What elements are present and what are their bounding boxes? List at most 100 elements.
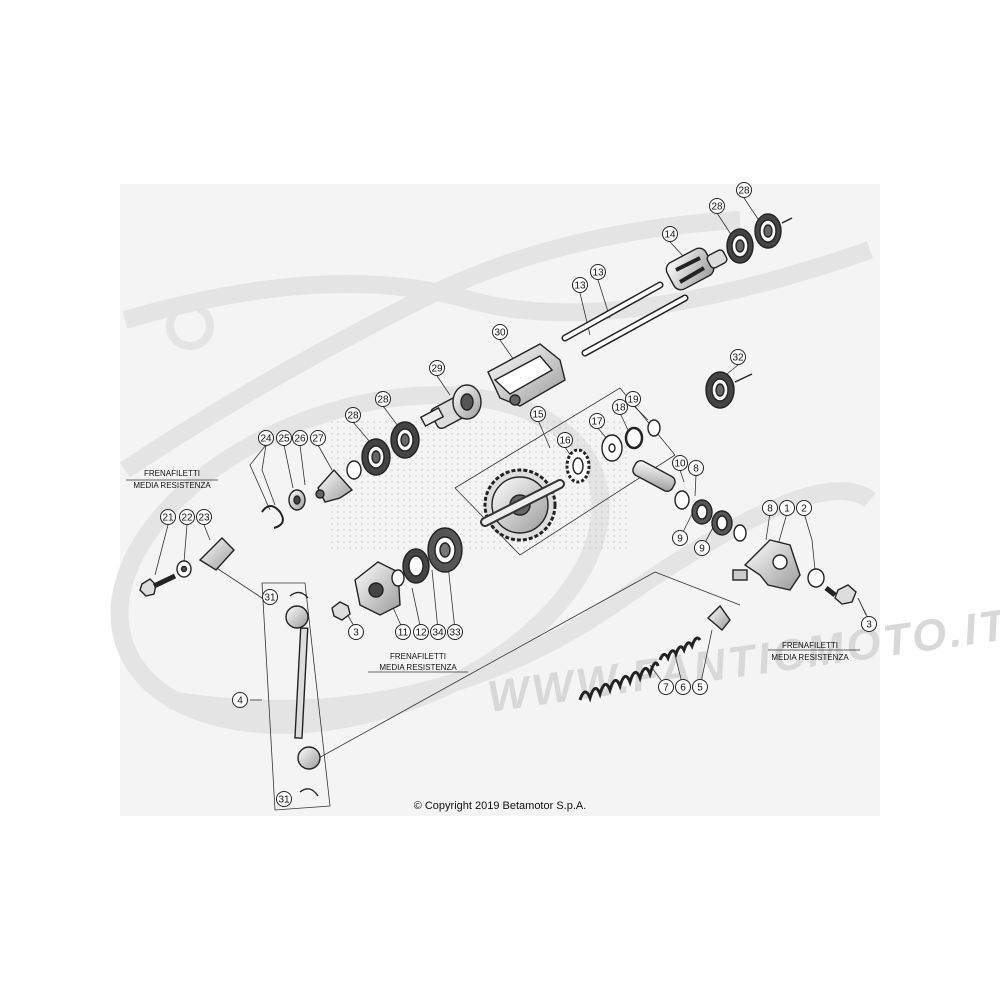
callout-27: 27 (310, 430, 326, 446)
callout-label: 28 (738, 186, 750, 197)
callout-circle (262, 589, 278, 605)
callout-circle (672, 530, 688, 546)
callout-11: 11 (395, 624, 411, 640)
callout-circle (694, 540, 710, 556)
callout-34: 34 (430, 624, 446, 640)
rod-4 (285, 605, 321, 770)
callout-32: 32 (730, 349, 746, 365)
callout-31: 31 (276, 791, 292, 807)
callout-28: 28 (709, 198, 725, 214)
callout-28: 28 (375, 391, 391, 407)
callout-label: 8 (767, 504, 773, 515)
note-center-line1: FRENAFILETTI (390, 652, 446, 661)
callout-label: 25 (278, 434, 290, 445)
callout-label: 28 (377, 395, 389, 406)
spring-24 (261, 505, 284, 529)
callout-circle (310, 430, 326, 446)
callout-label: 10 (674, 459, 686, 470)
lever-1 (732, 539, 801, 591)
ring-18 (624, 426, 644, 450)
callout-label: 31 (264, 593, 276, 604)
callout-label: 24 (260, 434, 272, 445)
callout-circle (375, 391, 391, 407)
callout-circle (662, 226, 678, 242)
pawl-5 (706, 604, 731, 632)
callout-17: 17 (589, 413, 605, 429)
callout-2: 2 (796, 500, 812, 516)
washer-ring (346, 460, 362, 480)
washer-2 (807, 568, 825, 588)
spring-7 (578, 661, 660, 703)
callout-30: 30 (492, 324, 508, 340)
gear-15 (480, 468, 565, 542)
callout-circle (276, 430, 292, 446)
link-23 (198, 537, 235, 571)
callout-circle (179, 509, 195, 525)
callout-circle (276, 791, 292, 807)
callout-circle (196, 509, 212, 525)
ratchet-16 (565, 448, 591, 484)
callout-8: 8 (688, 460, 704, 476)
callout-6: 6 (675, 679, 691, 695)
callout-circle (762, 500, 778, 516)
callout-label: 3 (353, 628, 359, 639)
watermark-text: WWW.FANTICMOTO.IT (485, 600, 1000, 722)
callout-label: 28 (347, 411, 359, 422)
spring-6 (658, 636, 702, 662)
callout-18: 18 (612, 399, 628, 415)
note-right-line1: FRENAFILETTI (782, 641, 838, 650)
callout-circle (430, 624, 446, 640)
note-center-line2: MEDIA RESISTENZA (379, 663, 457, 672)
shift-drum-14 (665, 247, 728, 291)
callout-21: 21 (160, 509, 176, 525)
callout-circle (395, 624, 411, 640)
callout-circle (413, 624, 429, 640)
callout-circle (589, 413, 605, 429)
nut-3-left (331, 601, 351, 621)
callout-label: 16 (559, 436, 571, 447)
callout-23: 23 (196, 509, 212, 525)
callout-circle (348, 624, 364, 640)
clip-31-top (289, 591, 309, 599)
callout-3: 3 (348, 624, 364, 640)
parts (139, 213, 857, 797)
callout-circle (612, 399, 628, 415)
callout-label: 28 (711, 202, 723, 213)
callout-26: 26 (292, 430, 308, 446)
bolt-3-right (824, 584, 857, 605)
callout-circle (736, 182, 752, 198)
callout-label: 22 (181, 513, 193, 524)
callout-label: 30 (494, 328, 506, 339)
bearing-28-mid-a (390, 421, 420, 459)
callout-circle (447, 624, 463, 640)
callout-label: 6 (680, 683, 686, 694)
callout-label: 26 (294, 434, 306, 445)
plate-27 (317, 468, 354, 503)
shift-rods-13 (561, 281, 689, 357)
callout-circle (429, 360, 445, 376)
callout-1: 1 (779, 500, 795, 516)
callout-circle (232, 692, 248, 708)
callout-circle (590, 264, 606, 280)
callout-circle (675, 679, 691, 695)
callout-29: 29 (429, 360, 445, 376)
callout-circle (688, 460, 704, 476)
bearing-33 (427, 527, 463, 573)
callout-label: 29 (431, 364, 443, 375)
callout-circle (292, 430, 308, 446)
needle-bearing-9-a (691, 499, 713, 525)
callout-label: 23 (198, 513, 210, 524)
bearing-32 (705, 371, 735, 409)
callout-label: 9 (677, 534, 683, 545)
callout-label: 34 (432, 628, 444, 639)
spacer-12 (391, 569, 405, 587)
callout-label: 4 (237, 696, 243, 707)
callout-circle (658, 679, 674, 695)
callout-circle (779, 500, 795, 516)
bearing-28-top-b (726, 228, 754, 264)
callout-15: 15 (530, 406, 546, 422)
callout-circle (557, 432, 573, 448)
callout-label: 33 (449, 628, 461, 639)
